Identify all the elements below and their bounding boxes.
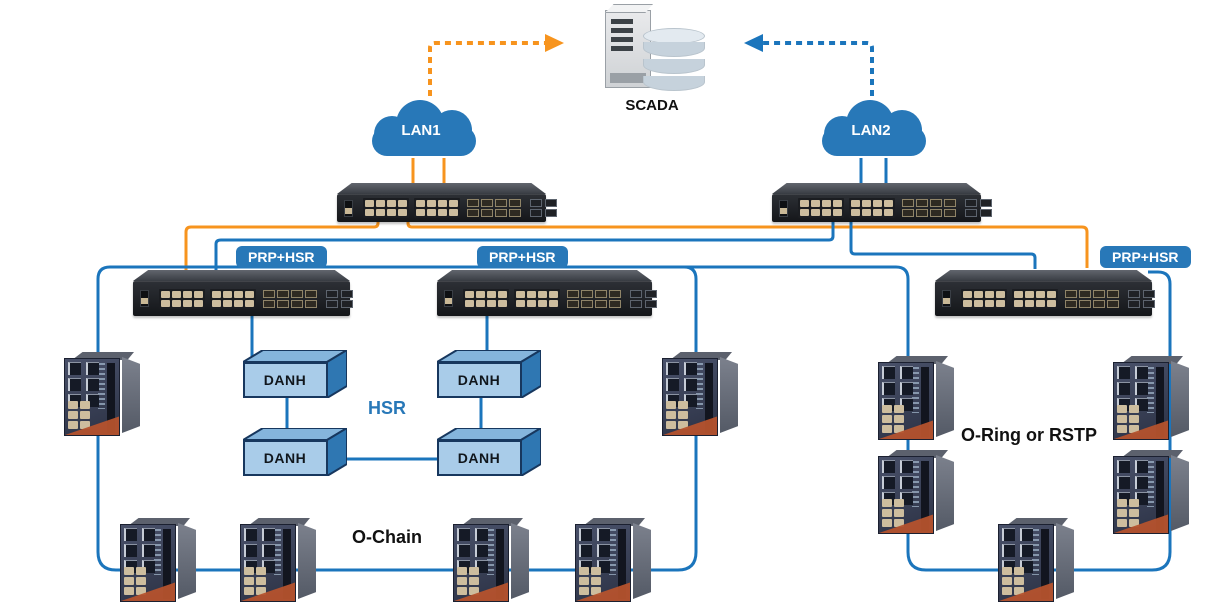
din-rail-switch xyxy=(1111,450,1189,536)
din-rail-switch xyxy=(238,518,316,604)
din-rail-switch xyxy=(660,352,738,438)
din-rail-switch xyxy=(573,518,651,604)
danh-node: DANH xyxy=(239,348,351,400)
lan-b-link-left xyxy=(214,221,835,271)
lan2-cloud: LAN2 xyxy=(820,98,928,160)
din-rail-switch xyxy=(876,356,954,442)
prp-hsr-badge: PRP+HSR xyxy=(1100,246,1191,268)
oring-zone-label: O-Ring or RSTP xyxy=(961,425,1097,445)
danh-node: DANH xyxy=(433,348,545,400)
lan2-label: LAN2 xyxy=(851,122,891,139)
lan1-label: LAN1 xyxy=(401,122,441,139)
din-rail-switch xyxy=(62,352,140,438)
lan2-scada-arrowhead xyxy=(744,34,763,52)
din-rail-switch xyxy=(451,518,529,604)
hsr-zone-label: HSR xyxy=(368,398,407,418)
danh-node: DANH xyxy=(433,426,545,478)
danh-label: DANH xyxy=(457,450,501,466)
din-rail-switch xyxy=(876,450,954,536)
lan-a-link-left xyxy=(184,221,380,270)
prp-hsr-switch-middle xyxy=(437,270,657,316)
lan-a-link-right xyxy=(406,221,1089,268)
prp-hsr-switch-right xyxy=(935,270,1155,316)
prp-hsr-badge: PRP+HSR xyxy=(477,246,568,268)
danh-label: DANH xyxy=(263,450,307,466)
prp-hsr-switch-left xyxy=(133,270,353,316)
din-rail-switch xyxy=(118,518,196,604)
danh-label: DANH xyxy=(457,372,501,388)
database-icon xyxy=(643,28,705,91)
din-rail-switch xyxy=(996,518,1074,604)
danh-label: DANH xyxy=(263,372,307,388)
ochain-ring xyxy=(96,265,698,572)
lan2-scada-arrow xyxy=(763,41,874,96)
ochain-zone-label: O-Chain xyxy=(352,527,422,547)
scada-label: SCADA xyxy=(625,97,679,114)
core-switch-lan1 xyxy=(337,183,557,222)
lan1-scada-arrow xyxy=(428,41,545,96)
prp-hsr-badge: PRP+HSR xyxy=(236,246,327,268)
lan1-scada-arrowhead xyxy=(545,34,564,52)
din-rail-switch xyxy=(1111,356,1189,442)
lan1-cloud: LAN1 xyxy=(370,98,478,160)
scada-server-icon xyxy=(593,2,711,96)
core-switch-lan2 xyxy=(772,183,992,222)
lan-b-link-right xyxy=(849,221,1037,269)
danh-node: DANH xyxy=(239,426,351,478)
